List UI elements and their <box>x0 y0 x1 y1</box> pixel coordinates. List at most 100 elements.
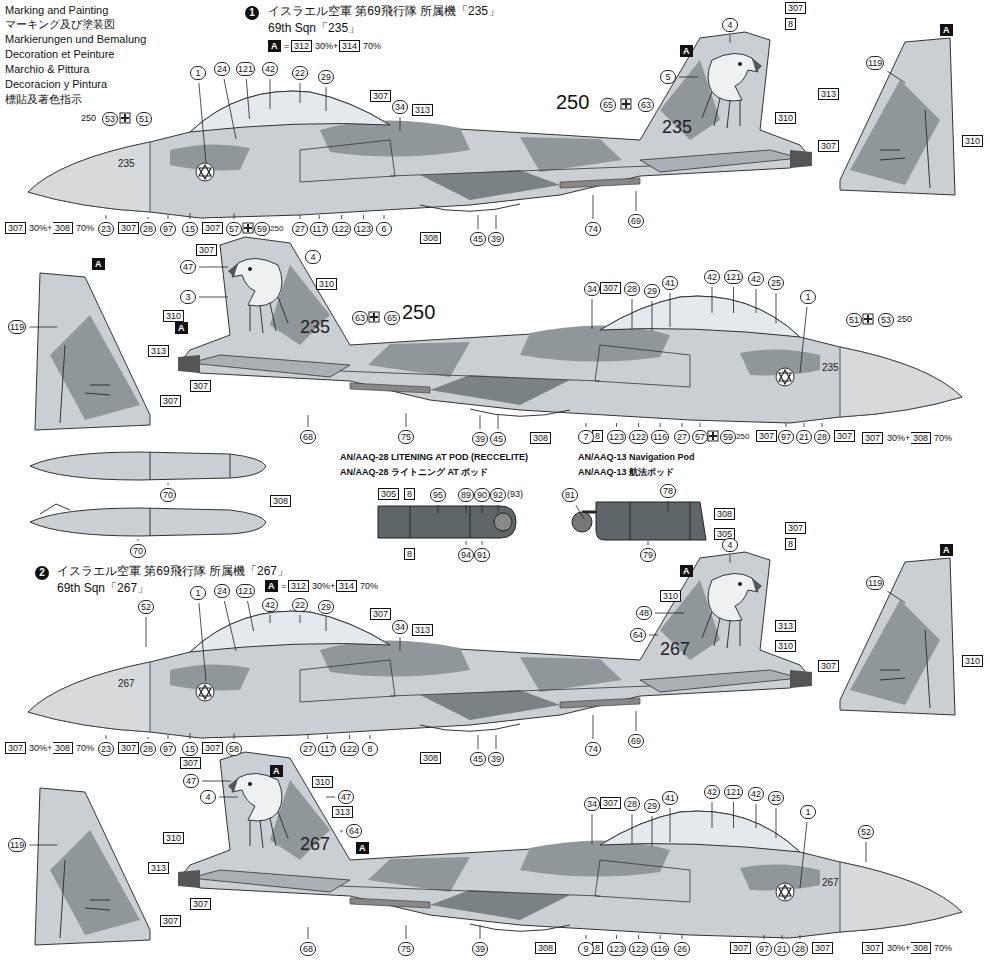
leader-line <box>466 541 467 545</box>
leader-line <box>327 735 328 739</box>
leader-line <box>638 423 639 427</box>
color-code-box: 307 <box>196 244 217 256</box>
decal-symbol <box>621 99 631 109</box>
callout-number: 27 <box>674 430 690 444</box>
color-code: A <box>943 545 950 555</box>
callout-number: 4 <box>200 790 216 804</box>
color-code-box: 310 <box>316 278 337 290</box>
leader-line <box>308 415 309 427</box>
leader-line <box>234 733 235 739</box>
callout-number: 5 <box>660 70 676 84</box>
color-code-box: 310 <box>163 310 184 322</box>
callout-number: 47 <box>183 774 199 788</box>
color-code: 307 <box>837 431 852 441</box>
leader-line <box>655 613 684 614</box>
fin-inner-view <box>840 38 955 195</box>
callout-number: 122 <box>332 222 351 236</box>
leader-line <box>138 539 139 541</box>
color-code-box: 308 <box>420 752 441 764</box>
callout-number: 1 <box>190 66 206 80</box>
color-code: 307 <box>865 433 880 443</box>
color-code: 307 <box>603 283 618 293</box>
decal-symbol <box>120 113 130 123</box>
leader-line <box>866 842 867 862</box>
leader-line <box>682 423 683 427</box>
leader-line <box>660 423 661 427</box>
pod-name: AN/AAQ-13 Navigation Pod <box>578 452 695 463</box>
callout-number: 64 <box>346 824 362 838</box>
color-code-box: 308 <box>910 432 931 444</box>
color-code-box: 307 <box>756 430 777 442</box>
callout-number: 39 <box>488 752 504 766</box>
color-code-box: 313 <box>148 345 169 357</box>
marker-box: A <box>270 765 283 777</box>
callout-number: 52 <box>138 600 154 614</box>
marker-box: A <box>265 580 278 592</box>
decal-symbol <box>863 314 873 324</box>
callout-number: 59 <box>720 430 736 444</box>
callout-number: 94 <box>458 548 474 562</box>
callout-number: 28 <box>624 797 640 811</box>
color-code: 8 <box>788 19 793 29</box>
marker-box: A <box>680 45 693 57</box>
callout-number: 63 <box>638 98 654 112</box>
callout-number: 42 <box>704 270 720 284</box>
callout-number: 1 <box>800 290 816 304</box>
color-code: 313 <box>778 621 793 631</box>
tail-number: 267 <box>300 835 330 853</box>
color-code: 310 <box>319 279 334 289</box>
color-code-box: 310 <box>775 112 796 124</box>
callout-number: 57 <box>226 222 242 236</box>
leader-line <box>636 191 637 211</box>
callout-number: 45 <box>490 432 506 446</box>
color-code: 308 <box>538 943 553 953</box>
callout-number: 21 <box>774 942 790 956</box>
color-code-box: 310 <box>163 832 184 844</box>
callout-number: 70 <box>160 488 176 502</box>
fin-inner-view <box>840 558 955 715</box>
color-code-box: 313 <box>412 104 433 116</box>
callout-number: 122 <box>340 742 359 756</box>
leader-line <box>326 617 327 631</box>
leader-line <box>406 413 407 427</box>
nose-number: 267 <box>118 678 135 690</box>
color-code-box: 8 <box>404 548 415 560</box>
callout-number: 97 <box>756 942 772 956</box>
leader-line <box>638 935 639 939</box>
leader-line <box>482 505 483 513</box>
callout-number: 47 <box>180 260 196 274</box>
callout-number: 8 <box>362 742 378 756</box>
color-code-box: 307 <box>785 522 806 534</box>
callout-number: 58 <box>226 742 242 756</box>
leader-line <box>730 555 731 563</box>
color-code: A <box>943 25 950 35</box>
color-code: 313 <box>151 346 166 356</box>
leader-line <box>480 925 481 939</box>
callout-number: 24 <box>214 62 230 76</box>
callout-number: 22 <box>292 66 308 80</box>
leader-line <box>400 637 401 651</box>
color-code-box: 310 <box>962 655 983 667</box>
marker-box: A <box>940 544 953 556</box>
callout-number: 28 <box>814 430 830 444</box>
color-code: 8 <box>595 431 600 441</box>
leader-line <box>199 297 228 298</box>
section-number: 1 <box>245 6 259 20</box>
note-text: 70% <box>75 742 95 754</box>
callout-number: 45 <box>470 752 486 766</box>
callout-number: 39 <box>472 432 488 446</box>
color-code: 312 <box>291 581 306 591</box>
leader-line <box>478 735 479 749</box>
callout-number: 24 <box>214 584 230 598</box>
leader-line <box>670 293 671 327</box>
leader-line <box>349 735 350 739</box>
leader-line <box>400 117 401 131</box>
decal-number: 250 <box>402 302 435 322</box>
leader-line <box>616 935 617 939</box>
callout-number: 41 <box>662 276 678 290</box>
color-code: A <box>95 259 102 269</box>
callout-number: 117 <box>310 222 328 236</box>
leader-line <box>480 415 481 429</box>
note-text: 30%+ <box>28 742 53 754</box>
